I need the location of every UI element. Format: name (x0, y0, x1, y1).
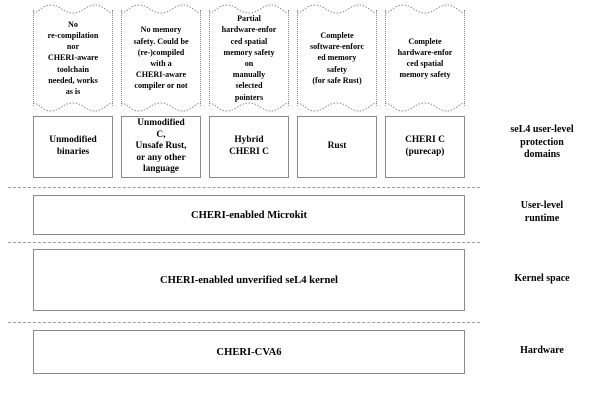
torn-edge-left (385, 10, 386, 106)
torn-edge-right (112, 10, 113, 106)
zone-label-kernel-space: Kernel space (514, 273, 570, 284)
zone-label-protection-domains: seL4 user-level protection domains (510, 124, 574, 160)
layer-cheri-enabled-microkit: CHERI-enabled Microkit (33, 195, 465, 235)
torn-edge-bottom-icon (120, 102, 202, 112)
torn-edge-bottom-icon (208, 102, 290, 112)
layer-cheri-enabled-sel4-kernel: CHERI-enabled unverified seL4 kernel (33, 249, 465, 311)
torn-edge-right (200, 10, 201, 106)
torn-edge-top-icon (384, 4, 466, 14)
callout-row: No re-compilation nor CHERI-aware toolch… (32, 4, 466, 112)
domain-unmodified-c: Unmodified C, Unsafe Rust, or any other … (121, 116, 201, 178)
callout-hybrid-cheri-c: Partial hardware-enfor ced spatial memor… (208, 4, 290, 112)
torn-edge-bottom-icon (32, 102, 114, 112)
callout-unmodified-c: No memory safety. Could be (re-)compiled… (120, 4, 202, 112)
zone-label-hardware: Hardware (520, 345, 564, 356)
callout-text: No memory safety. Could be (re-)compiled… (133, 25, 189, 91)
torn-edge-top-icon (120, 4, 202, 14)
protection-domain-row: Unmodified binaries Unmodified C, Unsafe… (33, 116, 465, 178)
separator-hardware (8, 322, 480, 323)
callout-text: Complete hardware-enfor ced spatial memo… (397, 36, 453, 80)
torn-edge-top-icon (32, 4, 114, 14)
torn-edge-right (376, 10, 377, 106)
torn-edge-right (464, 10, 465, 106)
torn-edge-top-icon (208, 4, 290, 14)
torn-edge-top-icon (296, 4, 378, 14)
layer-cheri-cva6: CHERI-CVA6 (33, 330, 465, 374)
torn-edge-left (297, 10, 298, 106)
callout-unmodified-binaries: No re-compilation nor CHERI-aware toolch… (32, 4, 114, 112)
torn-edge-left (209, 10, 210, 106)
torn-edge-left (33, 10, 34, 106)
torn-edge-left (121, 10, 122, 106)
domain-hybrid-cheri-c: Hybrid CHERI C (209, 116, 289, 178)
separator-kernel-space (8, 242, 480, 243)
callout-text: Partial hardware-enfor ced spatial memor… (221, 14, 277, 102)
callout-cheri-c-purecap: Complete hardware-enfor ced spatial memo… (384, 4, 466, 112)
torn-edge-right (288, 10, 289, 106)
domain-cheri-c-purecap: CHERI C (purecap) (385, 116, 465, 178)
separator-user-level (8, 187, 480, 188)
domain-unmodified-binaries: Unmodified binaries (33, 116, 113, 178)
torn-edge-bottom-icon (296, 102, 378, 112)
callout-rust: Complete software-enforc ed memory safet… (296, 4, 378, 112)
torn-edge-bottom-icon (384, 102, 466, 112)
zone-label-user-level-runtime: User-level runtime (520, 200, 564, 224)
domain-rust: Rust (297, 116, 377, 178)
callout-text: No re-compilation nor CHERI-aware toolch… (47, 19, 99, 96)
callout-text: Complete software-enforc ed memory safet… (309, 30, 365, 85)
